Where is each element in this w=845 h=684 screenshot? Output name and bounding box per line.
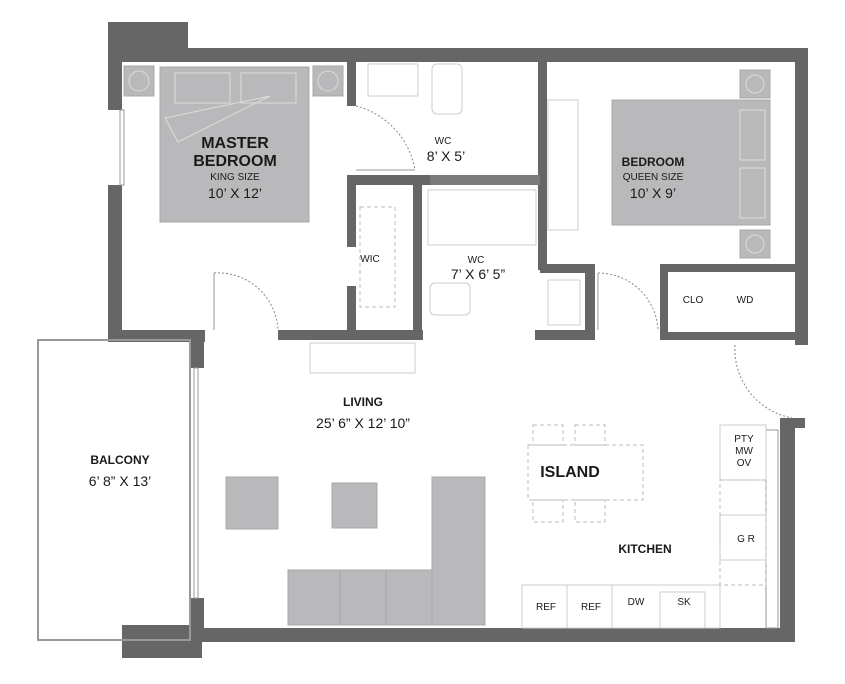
queen-bed xyxy=(611,69,771,259)
living-size: 25’ 6” X 12’ 10” xyxy=(316,415,410,431)
bath-fixtures xyxy=(309,63,581,374)
master-bedroom-size: 10’ X 12’ xyxy=(208,185,262,201)
sink-label: SK xyxy=(677,597,691,608)
living-label: LIVING xyxy=(343,395,383,409)
microwave-label: MW xyxy=(735,446,753,457)
bedroom-size: 10’ X 9’ xyxy=(630,185,676,201)
wd-label: WD xyxy=(737,295,754,306)
walls xyxy=(37,22,808,658)
wc1-label: WC xyxy=(435,136,452,147)
doors xyxy=(213,105,793,419)
clo-label: CLO xyxy=(683,295,704,306)
wic-label: WIC xyxy=(360,254,379,265)
balcony-label: BALCONY xyxy=(90,453,149,467)
kitchen-label: KITCHEN xyxy=(618,542,671,556)
living-furniture xyxy=(225,476,486,626)
room-labels: MASTER BEDROOM KING SIZE 10’ X 12’ WC 8’… xyxy=(89,135,755,613)
wc2-size: 7’ X 6’ 5” xyxy=(451,266,506,282)
master-bedroom-label: MASTER xyxy=(201,135,269,152)
king-bed xyxy=(123,65,344,223)
wc2-label: WC xyxy=(468,255,485,266)
oven-label: OV xyxy=(737,458,752,469)
master-bed-size: KING SIZE xyxy=(210,172,260,183)
dishwasher-label: DW xyxy=(628,597,645,608)
range-label: G R xyxy=(737,534,755,545)
kitchen-fixtures xyxy=(521,424,767,629)
master-bedroom-label-2: BEDROOM xyxy=(193,153,277,170)
ref2-label: REF xyxy=(581,602,601,613)
island-label: ISLAND xyxy=(540,464,600,481)
balcony-size: 6’ 8” X 13’ xyxy=(89,473,152,489)
bedroom-bed-size: QUEEN SIZE xyxy=(623,172,684,183)
ref1-label: REF xyxy=(536,602,556,613)
pantry-label: PTY xyxy=(734,434,754,445)
bedroom-label: BEDROOM xyxy=(622,155,685,169)
wc1-size: 8’ X 5’ xyxy=(427,148,465,164)
